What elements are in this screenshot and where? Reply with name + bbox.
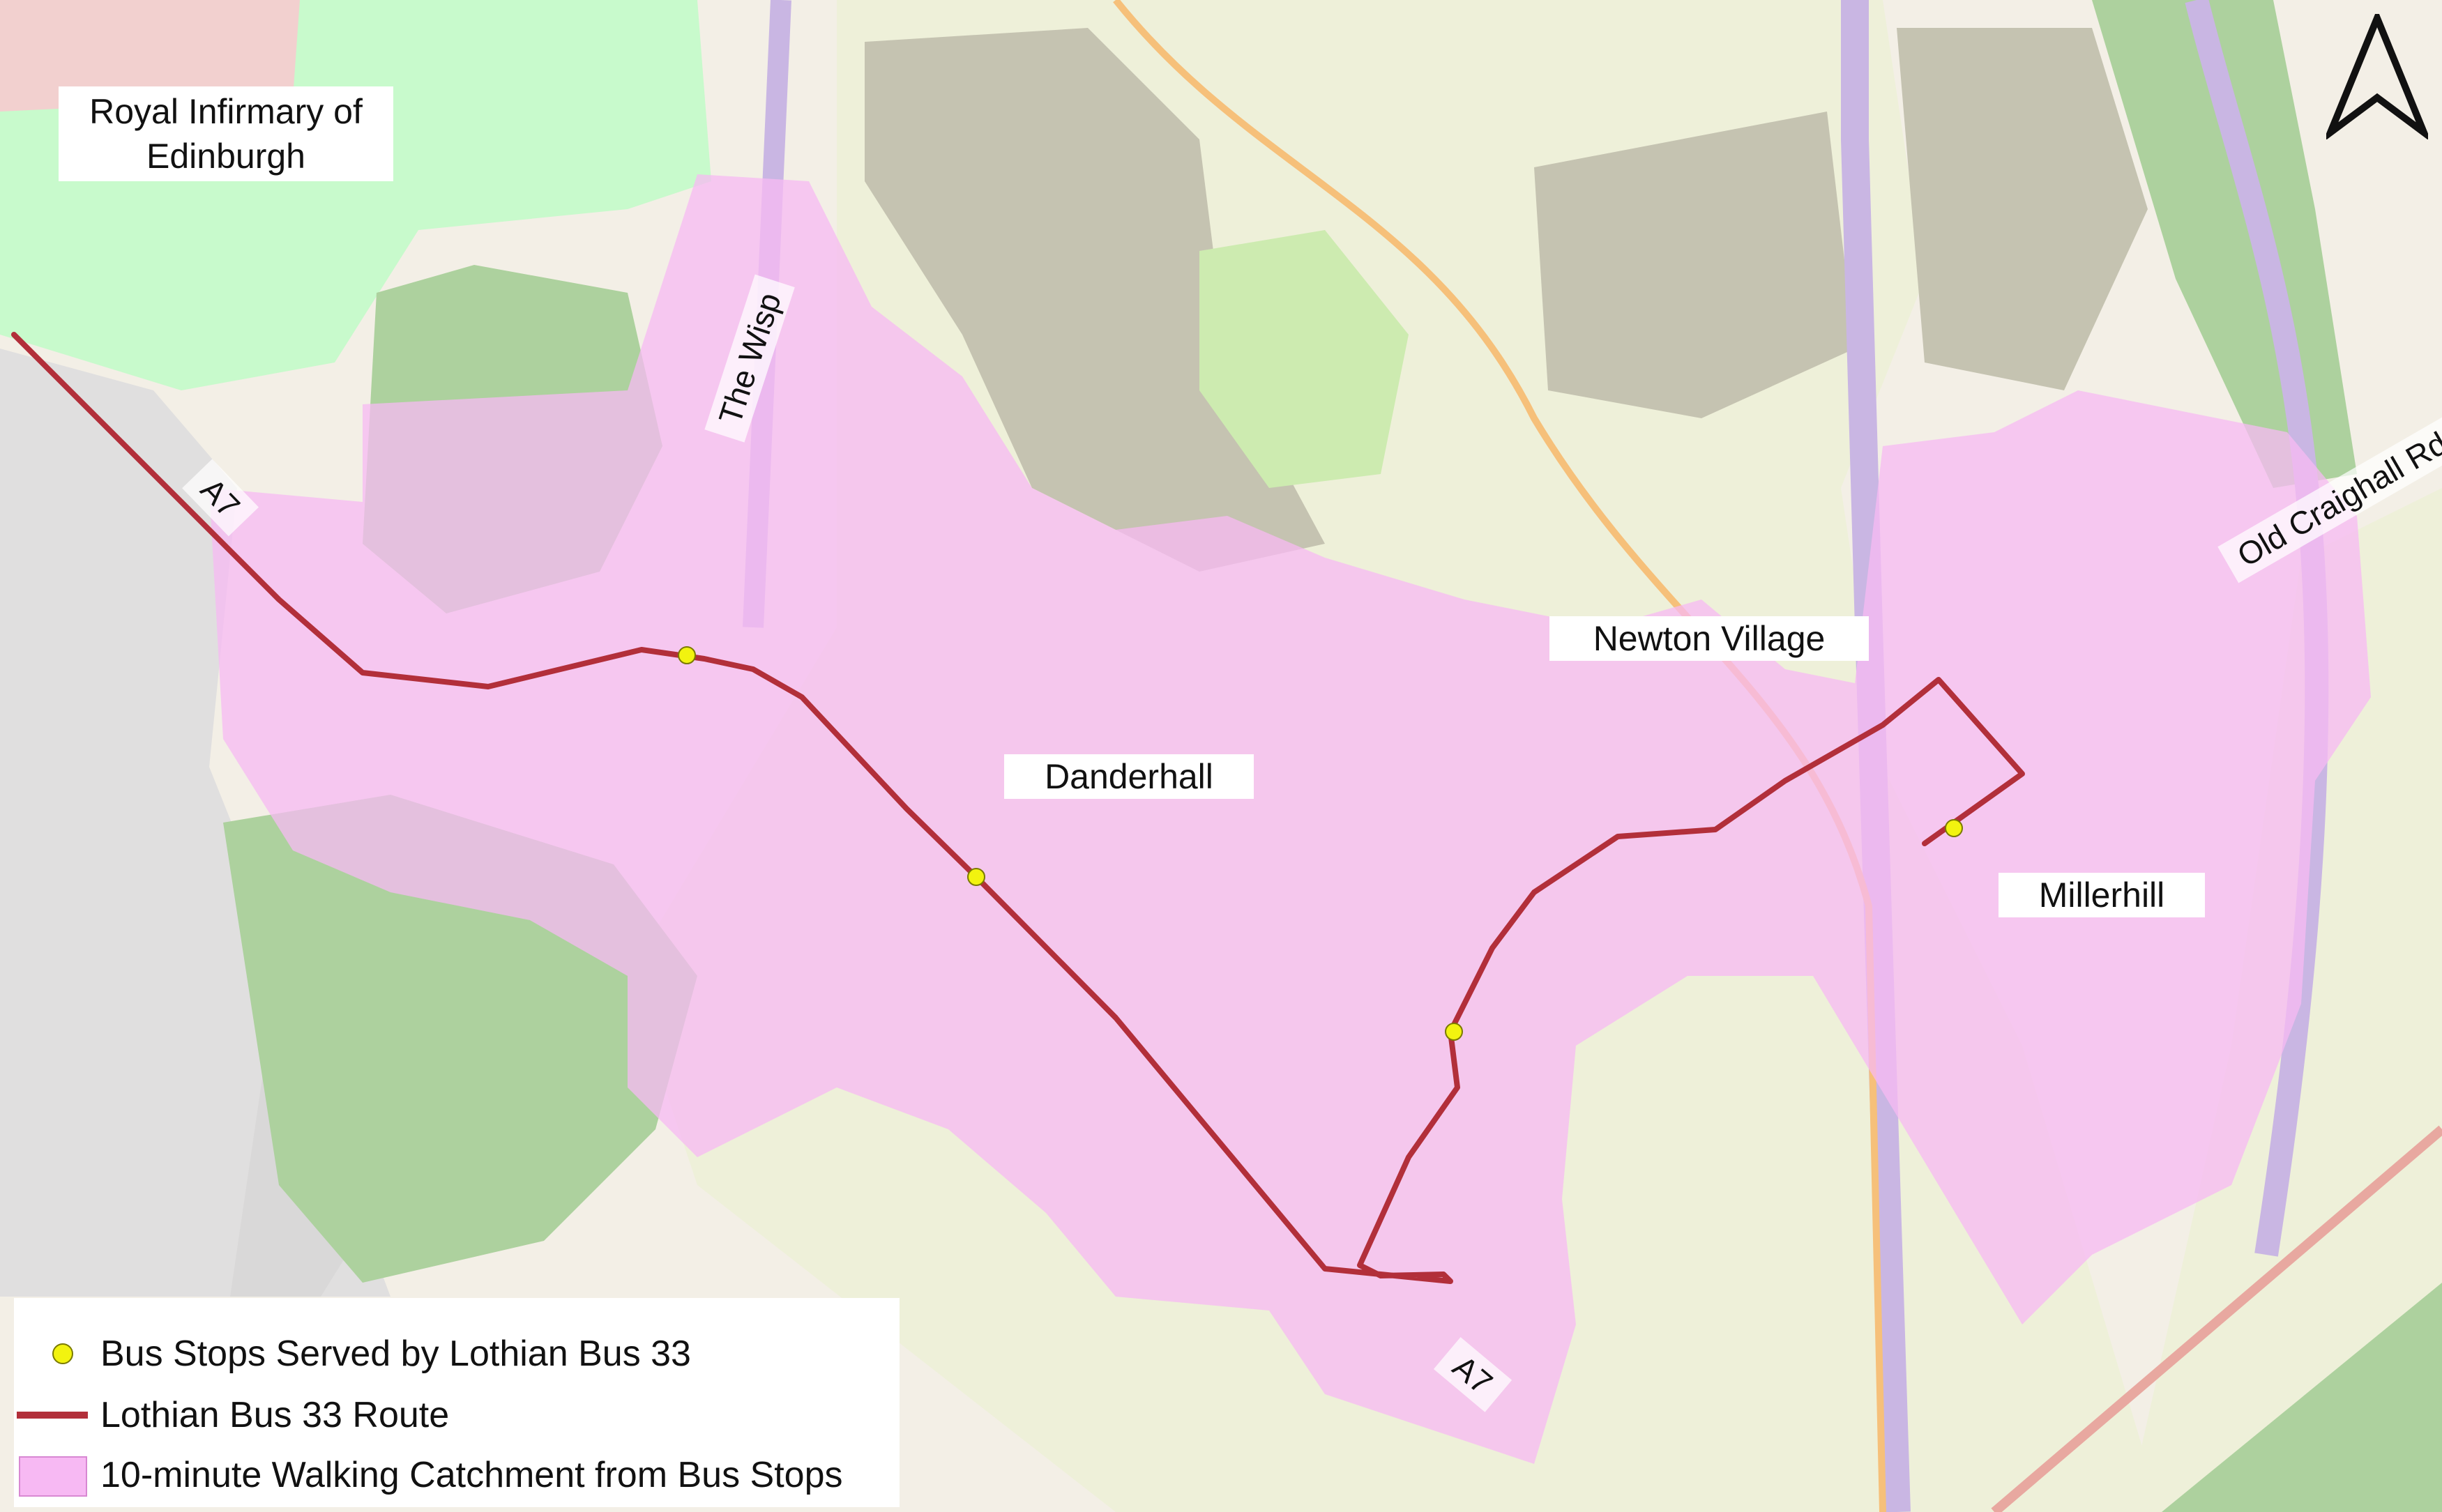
quarry-area-east (1897, 28, 2148, 390)
legend-label-catchment: 10-minute Walking Catchment from Bus Sto… (100, 1455, 843, 1495)
bus-stop-point (967, 868, 985, 886)
walking-catchment-area (209, 174, 2371, 1464)
label-royal-infirmary-line2: Edinburgh (146, 137, 305, 176)
bus-stop-point (678, 646, 696, 664)
label-millerhill: Millerhill (1999, 873, 2205, 917)
major-road-southeast (1991, 1125, 2442, 1512)
label-royal-infirmary-line1: Royal Infirmary of (89, 92, 363, 131)
woodland-area-southeast (2162, 1283, 2442, 1512)
hospital-area (0, 0, 300, 112)
legend-item-catchment: 10-minute Walking Catchment from Bus Sto… (14, 1447, 900, 1503)
bus-stop-point (1945, 819, 1963, 837)
bus-stop-point (1445, 1023, 1463, 1041)
quarry-area-northeast (1534, 112, 1855, 418)
label-danderhall: Danderhall (1004, 754, 1254, 799)
quarry-area (865, 28, 1325, 572)
grass-field (1199, 230, 1409, 488)
walking-catchment-area-icon (19, 1456, 87, 1497)
label-newton-village: Newton Village (1549, 616, 1869, 661)
legend-item-bus-stops: Bus Stops Served by Lothian Bus 33 (14, 1326, 900, 1382)
bus-stop-point-icon (52, 1343, 73, 1364)
map-legend: Bus Stops Served by Lothian Bus 33 Lothi… (14, 1298, 900, 1507)
legend-item-bus-route: Lothian Bus 33 Route (14, 1387, 900, 1443)
bus-route-line-icon (17, 1412, 88, 1419)
north-arrow-icon (2326, 14, 2428, 139)
label-royal-infirmary: Royal Infirmary of Edinburgh (59, 86, 393, 181)
legend-label-bus-route: Lothian Bus 33 Route (100, 1395, 450, 1435)
legend-label-bus-stops: Bus Stops Served by Lothian Bus 33 (100, 1334, 691, 1374)
